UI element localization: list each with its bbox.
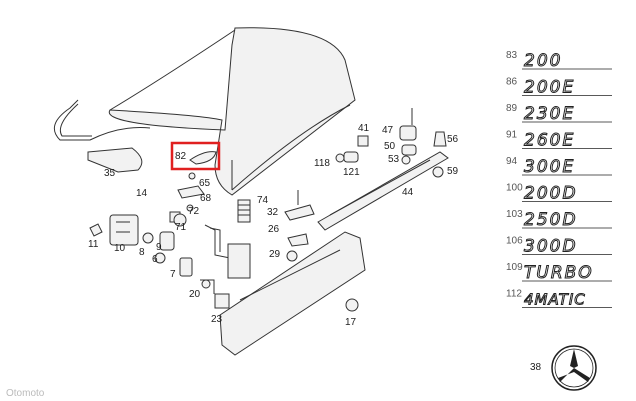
small-parts-right [335, 108, 447, 178]
label-9: 9 [156, 242, 162, 253]
label-26: 26 [268, 224, 280, 235]
badge-row: 94 300E [506, 156, 612, 178]
badge-emblem-text: 200E [524, 78, 575, 98]
trunk-lid [108, 27, 356, 196]
badge-row: 91 260E [506, 130, 612, 151]
highlight-box [170, 141, 221, 171]
badge-number: 106 [506, 236, 523, 247]
label-121: 121 [343, 167, 360, 178]
label-23: 23 [211, 314, 223, 325]
badge-number: 94 [506, 156, 518, 167]
label-56: 56 [447, 134, 459, 145]
badge-number: 100 [506, 183, 523, 194]
badge-emblem-text: 200 [524, 51, 562, 71]
badge-number: 86 [506, 77, 518, 88]
label-14: 14 [136, 188, 148, 199]
label-50: 50 [384, 141, 396, 152]
label-74: 74 [257, 195, 269, 206]
part-labels: 82 65 68 72 71 35 14 11 10 8 9 6 7 20 23… [88, 123, 459, 328]
label-6: 6 [152, 254, 158, 265]
badge-emblem-text: 300D [524, 237, 578, 257]
label-7: 7 [170, 269, 176, 280]
lock-cylinder [154, 252, 193, 277]
label-82: 82 [175, 151, 187, 162]
label-118: 118 [314, 158, 330, 169]
mercedes-star-icon [551, 345, 597, 391]
label-53: 53 [388, 154, 400, 165]
hinge-32-26 [284, 190, 315, 262]
badge-emblem-text: 250D [524, 210, 578, 230]
label-44: 44 [402, 187, 414, 198]
label-72: 72 [188, 206, 200, 217]
label-47: 47 [382, 125, 394, 136]
hinge-arm [53, 99, 151, 141]
latch-mechanism [200, 243, 251, 309]
lock-assembly [89, 213, 231, 259]
lower-rail [219, 231, 366, 356]
badge-number: 91 [506, 130, 518, 141]
badge-emblem-text: 260E [524, 131, 575, 151]
badge-emblem-text: 4MATIC [524, 291, 586, 309]
badge-emblem-text: TURBO [524, 263, 594, 283]
label-38: 38 [530, 362, 542, 373]
badge-emblem-text: 300E [524, 157, 575, 177]
badge-emblem-text: 230E [524, 104, 575, 124]
label-68: 68 [200, 193, 212, 204]
label-11: 11 [88, 239, 99, 250]
label-41: 41 [358, 123, 370, 134]
handle-82 [189, 151, 217, 165]
label-17: 17 [345, 317, 357, 328]
label-8: 8 [139, 247, 145, 258]
badge-number: 109 [506, 262, 523, 273]
badge-number: 83 [506, 50, 518, 61]
badge-number: 112 [506, 289, 522, 300]
watermark: Otomoto [6, 388, 45, 399]
badge-number: 89 [506, 103, 518, 114]
label-65: 65 [199, 178, 211, 189]
spring-74 [237, 199, 251, 223]
label-35: 35 [104, 168, 116, 179]
badge-row: 86 200E [506, 77, 612, 98]
label-10: 10 [114, 243, 126, 254]
trim-strip-44 [317, 151, 449, 231]
label-32: 32 [267, 207, 279, 218]
badge-emblem-text: 200D [524, 184, 578, 204]
badge-row: 89 230E [506, 103, 612, 125]
badge-number: 103 [506, 209, 523, 220]
label-71: 71 [175, 222, 187, 233]
badge-row: 83 200 [506, 50, 612, 72]
bracket-35 [87, 147, 143, 173]
label-29: 29 [269, 249, 281, 260]
label-59: 59 [447, 166, 459, 177]
label-20: 20 [189, 289, 201, 300]
